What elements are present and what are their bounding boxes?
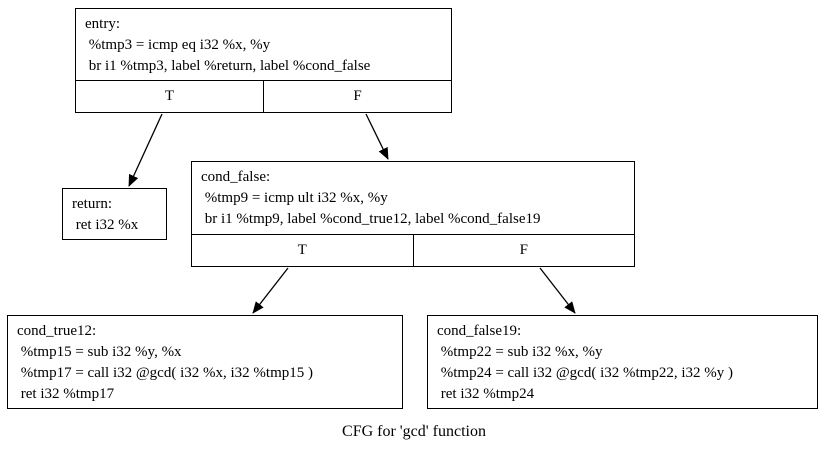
code-line: ret i32 %x — [72, 217, 139, 233]
code-line: ret i32 %tmp17 — [17, 386, 115, 402]
code-line: %tmp15 = sub i32 %y, %x — [17, 344, 182, 360]
entry-code-block: entry: %tmp3 = icmp eq i32 %x, %y br i1 … — [76, 9, 451, 80]
code-line: br i1 %tmp9, label %cond_true12, label %… — [201, 211, 541, 227]
return-code-block: return: ret i32 %x — [63, 189, 166, 239]
code-line: %tmp24 = call i32 @gcd( i32 %tmp22, i32 … — [437, 365, 733, 381]
code-line: entry: — [85, 16, 120, 32]
cfg-node-return: return: ret i32 %x — [62, 188, 167, 240]
code-line: cond_true12: — [17, 323, 97, 339]
cond-false-true-port: T — [297, 242, 307, 258]
cond-true12-code-block: cond_true12: %tmp15 = sub i32 %y, %x %tm… — [8, 316, 402, 408]
cond-false-false-port: F — [412, 235, 635, 266]
code-line: return: — [72, 196, 112, 212]
cfg-node-entry: entry: %tmp3 = icmp eq i32 %x, %y br i1 … — [75, 8, 452, 113]
code-line: br i1 %tmp3, label %return, label %cond_… — [85, 58, 371, 74]
cfg-node-cond-true12: cond_true12: %tmp15 = sub i32 %y, %x %tm… — [7, 315, 403, 409]
code-line: %tmp17 = call i32 @gcd( i32 %x, i32 %tmp… — [17, 365, 313, 381]
code-line: ret i32 %tmp24 — [437, 386, 535, 402]
cfg-node-cond-false: cond_false: %tmp9 = icmp ult i32 %x, %y … — [191, 161, 635, 267]
cond-false19-code-block: cond_false19: %tmp22 = sub i32 %x, %y %t… — [428, 316, 817, 408]
cond-false-branch-row: T F — [192, 234, 634, 266]
code-line: cond_false19: — [437, 323, 522, 339]
code-line: %tmp22 = sub i32 %x, %y — [437, 344, 603, 360]
edge-cond-false-false-to-cond-false19 — [539, 267, 576, 314]
code-line: cond_false: — [201, 169, 271, 185]
code-line: %tmp9 = icmp ult i32 %x, %y — [201, 190, 388, 206]
entry-false-port: F — [263, 81, 451, 112]
edge-entry-false-to-cond-false — [365, 113, 389, 160]
edge-entry-true-to-return — [128, 113, 163, 187]
cfg-node-cond-false19: cond_false19: %tmp22 = sub i32 %x, %y %t… — [427, 315, 818, 409]
entry-true-port: T — [164, 88, 175, 104]
cond-false-code-block: cond_false: %tmp9 = icmp ult i32 %x, %y … — [192, 162, 634, 234]
entry-branch-row: T F — [76, 80, 451, 112]
graph-caption: CFG for 'gcd' function — [342, 423, 486, 440]
edge-cond-false-true-to-cond-true12 — [252, 267, 289, 314]
code-line: %tmp3 = icmp eq i32 %x, %y — [85, 37, 271, 53]
